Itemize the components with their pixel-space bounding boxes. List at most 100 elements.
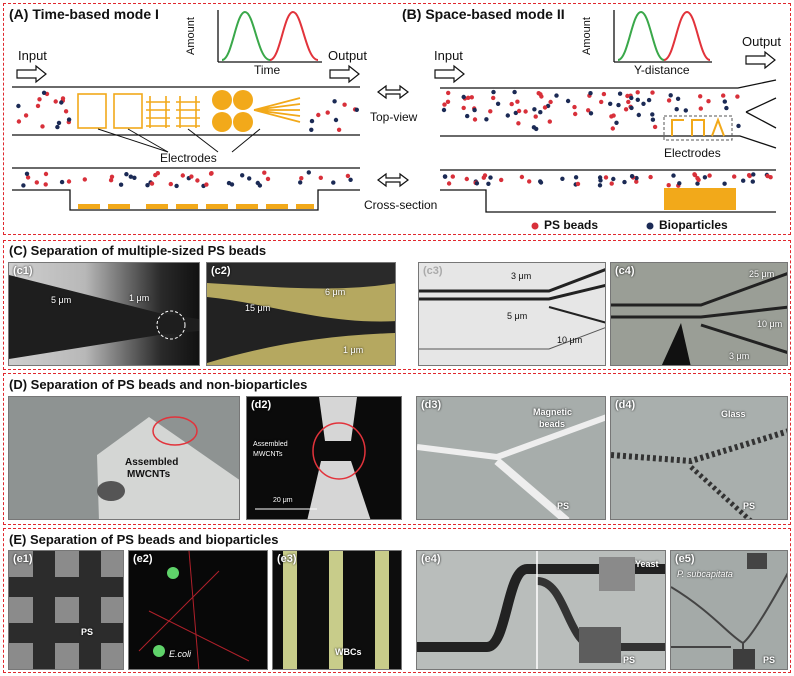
particle	[128, 174, 133, 179]
particle	[635, 97, 640, 103]
particle	[698, 94, 703, 99]
particle	[63, 109, 69, 114]
particle	[617, 91, 623, 96]
particle	[683, 108, 688, 113]
particle	[168, 181, 173, 187]
particle	[495, 101, 501, 107]
particle	[515, 99, 520, 104]
particle	[609, 114, 614, 119]
particle	[666, 98, 672, 103]
image-e1: (e1) PS	[8, 550, 124, 670]
ydistance-axis-label: Y-distance	[634, 63, 690, 77]
particle	[747, 173, 752, 179]
particle	[641, 101, 646, 107]
particle	[505, 113, 510, 118]
particle	[512, 89, 517, 95]
particle	[491, 95, 496, 101]
output-label-left: Output	[328, 48, 368, 63]
particle	[331, 180, 336, 185]
particle	[542, 105, 548, 110]
particle	[53, 99, 58, 104]
particle	[634, 179, 639, 184]
particle	[650, 117, 656, 122]
d1-label-assembled: Assembled	[125, 457, 179, 468]
particle	[573, 175, 579, 180]
particle	[650, 112, 655, 117]
particle	[155, 171, 160, 176]
particle	[491, 89, 496, 95]
particle	[573, 111, 578, 117]
panel-ab	[3, 3, 791, 235]
c2-label-1um: 1 μm	[343, 345, 364, 355]
particle	[43, 182, 48, 187]
crosssection-label: Cross-section	[364, 198, 438, 212]
particle	[626, 99, 631, 105]
d1-label-mwcnts: MWCNTs	[127, 469, 171, 480]
particle	[735, 94, 740, 99]
particle	[450, 174, 455, 179]
particle	[442, 102, 447, 107]
c2-label-6um: 6 μm	[325, 287, 346, 297]
particle	[554, 93, 559, 98]
particle	[732, 174, 737, 179]
particle	[488, 109, 493, 114]
particle	[82, 177, 88, 182]
particle	[446, 90, 451, 96]
particle	[527, 179, 532, 184]
e4-label-ps: PS	[623, 655, 636, 665]
label-c4: (c4)	[615, 265, 635, 277]
d4-label-ps: PS	[743, 501, 756, 511]
c1-label-5um: 5 μm	[51, 295, 72, 305]
image-d3: (d3) Magnetic beads PS	[416, 396, 606, 520]
output-arrow-left	[329, 64, 360, 84]
particle	[534, 126, 539, 132]
electrode-disks-left	[212, 90, 253, 132]
electrodes-right-top	[671, 117, 725, 137]
particle	[519, 174, 525, 180]
particle	[603, 175, 609, 180]
particle	[599, 99, 604, 105]
particle	[516, 108, 522, 114]
particle	[539, 94, 544, 99]
particle	[66, 179, 72, 184]
input-arrow-left	[16, 64, 47, 84]
particle	[536, 91, 541, 96]
particle	[586, 108, 591, 113]
output-arrow-right	[745, 50, 776, 70]
d4-label-glass: Glass	[721, 409, 746, 419]
label-e2: (e2)	[133, 553, 153, 565]
e2-label-ecoli: E.coli	[169, 649, 192, 659]
particle	[616, 102, 621, 108]
particle	[751, 172, 756, 177]
particle	[66, 117, 72, 122]
particle	[698, 106, 703, 111]
panel-c-title: (C) Separation of multiple-sized PS bead…	[9, 243, 267, 258]
particle	[721, 93, 726, 98]
particle	[333, 117, 339, 123]
particle	[538, 110, 543, 115]
time-inset-graph	[217, 10, 322, 63]
particle	[741, 178, 746, 183]
particle	[21, 183, 26, 188]
particle	[650, 90, 655, 95]
particle	[509, 101, 514, 107]
e5-label-ps: PS	[763, 655, 776, 665]
label-c2: (c2)	[211, 265, 231, 277]
particle	[523, 109, 528, 114]
panel-d-title: (D) Separation of PS beads and non-biopa…	[9, 377, 308, 392]
particle	[533, 114, 538, 119]
particle	[671, 173, 676, 178]
particle	[466, 95, 471, 101]
label-c3: (c3)	[423, 265, 443, 277]
particle	[675, 96, 681, 102]
legend-bioparticles: Bioparticles	[659, 218, 728, 232]
amount-axis-left: Amount	[184, 17, 197, 55]
particle	[724, 105, 729, 111]
particle	[666, 183, 671, 188]
particle	[702, 175, 708, 180]
particle	[60, 96, 66, 101]
particle	[16, 103, 21, 109]
image-e5: (e5) P. subcapitata PS	[670, 550, 788, 670]
output-label-right: Output	[742, 34, 782, 49]
image-e3: (e3) WBCs	[272, 550, 402, 670]
